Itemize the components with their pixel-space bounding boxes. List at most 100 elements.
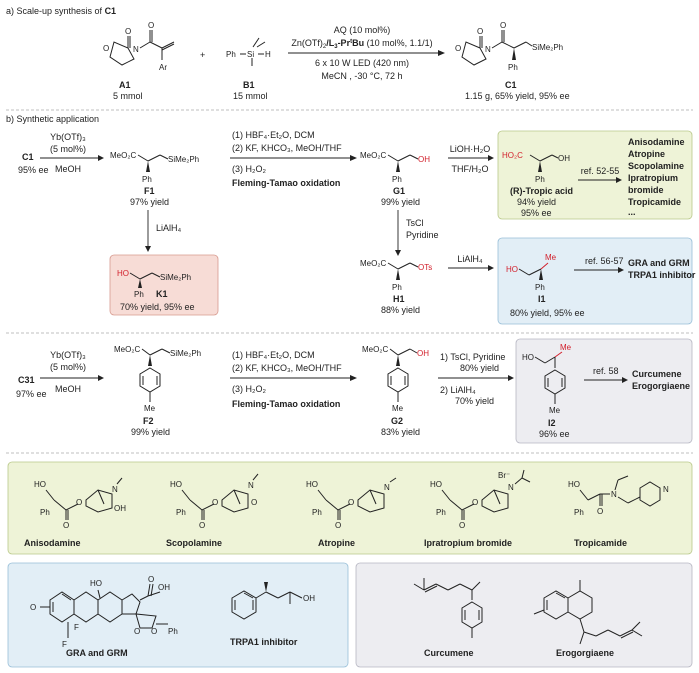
result-i1: 80% yield, 95% ee — [510, 308, 585, 318]
target-curcumene: Curcumene — [632, 369, 682, 379]
svg-text:SiMe₂Ph: SiMe₂Ph — [170, 349, 201, 358]
svg-text:MeO₂C: MeO₂C — [360, 151, 386, 160]
svg-text:(2) KF, KHCO₃, MeOH/THF: (2) KF, KHCO₃, MeOH/THF — [232, 143, 342, 153]
label-i1: I1 — [538, 294, 546, 304]
target-gra-grm: GRA and GRM — [628, 258, 690, 268]
svg-text:O: O — [148, 21, 154, 30]
svg-text:OTs: OTs — [418, 263, 432, 272]
tosyl-base: Pyridine — [406, 230, 439, 240]
row1-start-ee: 95% ee — [18, 165, 49, 175]
svg-text:Me: Me — [549, 406, 561, 415]
blue-box-i1 — [497, 237, 693, 325]
svg-text:H: H — [265, 50, 271, 59]
svg-text:Ph: Ph — [40, 508, 50, 517]
svg-text:N: N — [133, 45, 139, 54]
row2-step3: 1) TsCl, Pyridine 80% yield 2) LiAlH₄ 70… — [438, 352, 514, 406]
svg-text:O: O — [30, 603, 36, 612]
structure-h1: MeO₂C OTs Ph — [360, 259, 432, 292]
yield-f2: 99% yield — [131, 427, 170, 437]
svg-text:Me: Me — [392, 404, 404, 413]
structure-tropic-acid: HO₂C OH Ph — [502, 151, 570, 184]
svg-text:Ph: Ph — [535, 175, 545, 184]
svg-text:O: O — [212, 498, 218, 507]
svg-text:AQ (10 mol%): AQ (10 mol%) — [334, 25, 391, 35]
row2-start-ee: 97% ee — [16, 389, 47, 399]
svg-text:MeO₂C: MeO₂C — [114, 345, 140, 354]
svg-text:O: O — [103, 44, 109, 53]
row1-step3: LiOH·H₂O THF/H₂O — [448, 144, 494, 174]
name-ipratropium: Ipratropium bromide — [424, 538, 512, 548]
svg-text:Scopolamine: Scopolamine — [628, 161, 684, 171]
svg-text:...: ... — [628, 207, 636, 217]
label-g1: G1 — [393, 186, 405, 196]
svg-text:O: O — [597, 507, 603, 516]
structure-gra-grm: O HO F F O OH O O Ph — [30, 575, 178, 649]
svg-text:HO: HO — [522, 353, 534, 362]
green-box-tropic — [497, 130, 693, 220]
drug-ipratropium: HO Ph O O N Br⁻ — [430, 469, 531, 530]
svg-text:O: O — [63, 521, 69, 530]
svg-text:1) TsCl, Pyridine: 1) TsCl, Pyridine — [440, 352, 505, 362]
svg-text:Ph: Ph — [142, 175, 152, 184]
svg-text:O: O — [335, 521, 341, 530]
svg-text:N: N — [384, 483, 390, 492]
svg-text:SiMe₂Ph: SiMe₂Ph — [532, 43, 563, 52]
row2-start-label: C31 — [18, 375, 35, 385]
label-f2: F2 — [143, 416, 154, 426]
svg-text:HO: HO — [90, 579, 102, 588]
name-tropicamide: Tropicamide — [574, 538, 627, 548]
structure-i2: HO Me Me — [522, 343, 572, 415]
svg-text:2) LiAlH₄: 2) LiAlH₄ — [440, 385, 476, 395]
svg-text:(2) KF, KHCO₃, MeOH/THF: (2) KF, KHCO₃, MeOH/THF — [232, 363, 342, 373]
svg-text:N: N — [485, 45, 491, 54]
row2-step1: Yb(OTf)₃ (5 mol%) MeOH — [40, 350, 104, 394]
label-h1: H1 — [393, 294, 405, 304]
structure-curcumene — [413, 578, 483, 638]
svg-text:F: F — [74, 623, 79, 632]
svg-text:O: O — [455, 44, 461, 53]
drug-scopolamine: HO Ph O O N O — [170, 473, 259, 530]
structure-a1: O O N O Ar — [103, 21, 175, 72]
svg-text:O: O — [134, 627, 140, 636]
svg-text:80% yield: 80% yield — [460, 363, 499, 373]
label-g2: G2 — [391, 416, 403, 426]
svg-text:N: N — [663, 485, 669, 494]
svg-text:MeOH: MeOH — [55, 384, 81, 394]
name-scopolamine: Scopolamine — [166, 538, 222, 548]
svg-text:70% yield: 70% yield — [455, 396, 494, 406]
label-c1: C1 — [505, 80, 517, 90]
svg-text:MeO₂C: MeO₂C — [362, 345, 388, 354]
svg-text:Me: Me — [545, 253, 557, 262]
svg-text:O: O — [500, 21, 506, 30]
target-trpa1: TRPA1 inhibitor — [628, 270, 696, 280]
svg-text:Me: Me — [560, 343, 572, 352]
gallery-gray-box — [355, 562, 693, 668]
plus-sign: + — [200, 50, 205, 60]
tropic-acid-yield: 94% yield — [517, 197, 556, 207]
amount-a1: 5 mmol — [113, 91, 143, 101]
result-c1: 1.15 g, 65% yield, 95% ee — [465, 91, 570, 101]
svg-text:Ipratropium: Ipratropium — [628, 173, 678, 183]
svg-text:Ph: Ph — [168, 627, 178, 636]
svg-text:Me: Me — [144, 404, 156, 413]
svg-text:HO: HO — [170, 480, 182, 489]
structure-f1: MeO₂C SiMe₂Ph Ph — [110, 151, 199, 184]
svg-text:MeOH: MeOH — [55, 164, 81, 174]
svg-text:Ph: Ph — [312, 508, 322, 517]
svg-text:Tropicamide: Tropicamide — [628, 197, 681, 207]
f1-reduction-reagent: LiAlH₄ — [156, 223, 182, 233]
structure-g2: MeO₂C OH Me — [362, 345, 429, 413]
svg-text:OH: OH — [417, 349, 429, 358]
name-trpa1: TRPA1 inhibitor — [230, 637, 298, 647]
row1-start-label: C1 — [22, 152, 34, 162]
svg-text:6 x 10 W LED (420 nm): 6 x 10 W LED (420 nm) — [315, 58, 409, 68]
yield-g1: 99% yield — [381, 197, 420, 207]
svg-text:(1) HBF₄·Et₂O, DCM: (1) HBF₄·Et₂O, DCM — [232, 350, 315, 360]
svg-text:MeO₂C: MeO₂C — [110, 151, 136, 160]
ref-52-55: ref. 52-55 — [581, 166, 620, 176]
svg-text:Ph: Ph — [574, 508, 584, 517]
svg-text:HO: HO — [506, 265, 518, 274]
name-gra-grm: GRA and GRM — [66, 648, 128, 658]
section-b-title: b) Synthetic application — [6, 114, 99, 124]
